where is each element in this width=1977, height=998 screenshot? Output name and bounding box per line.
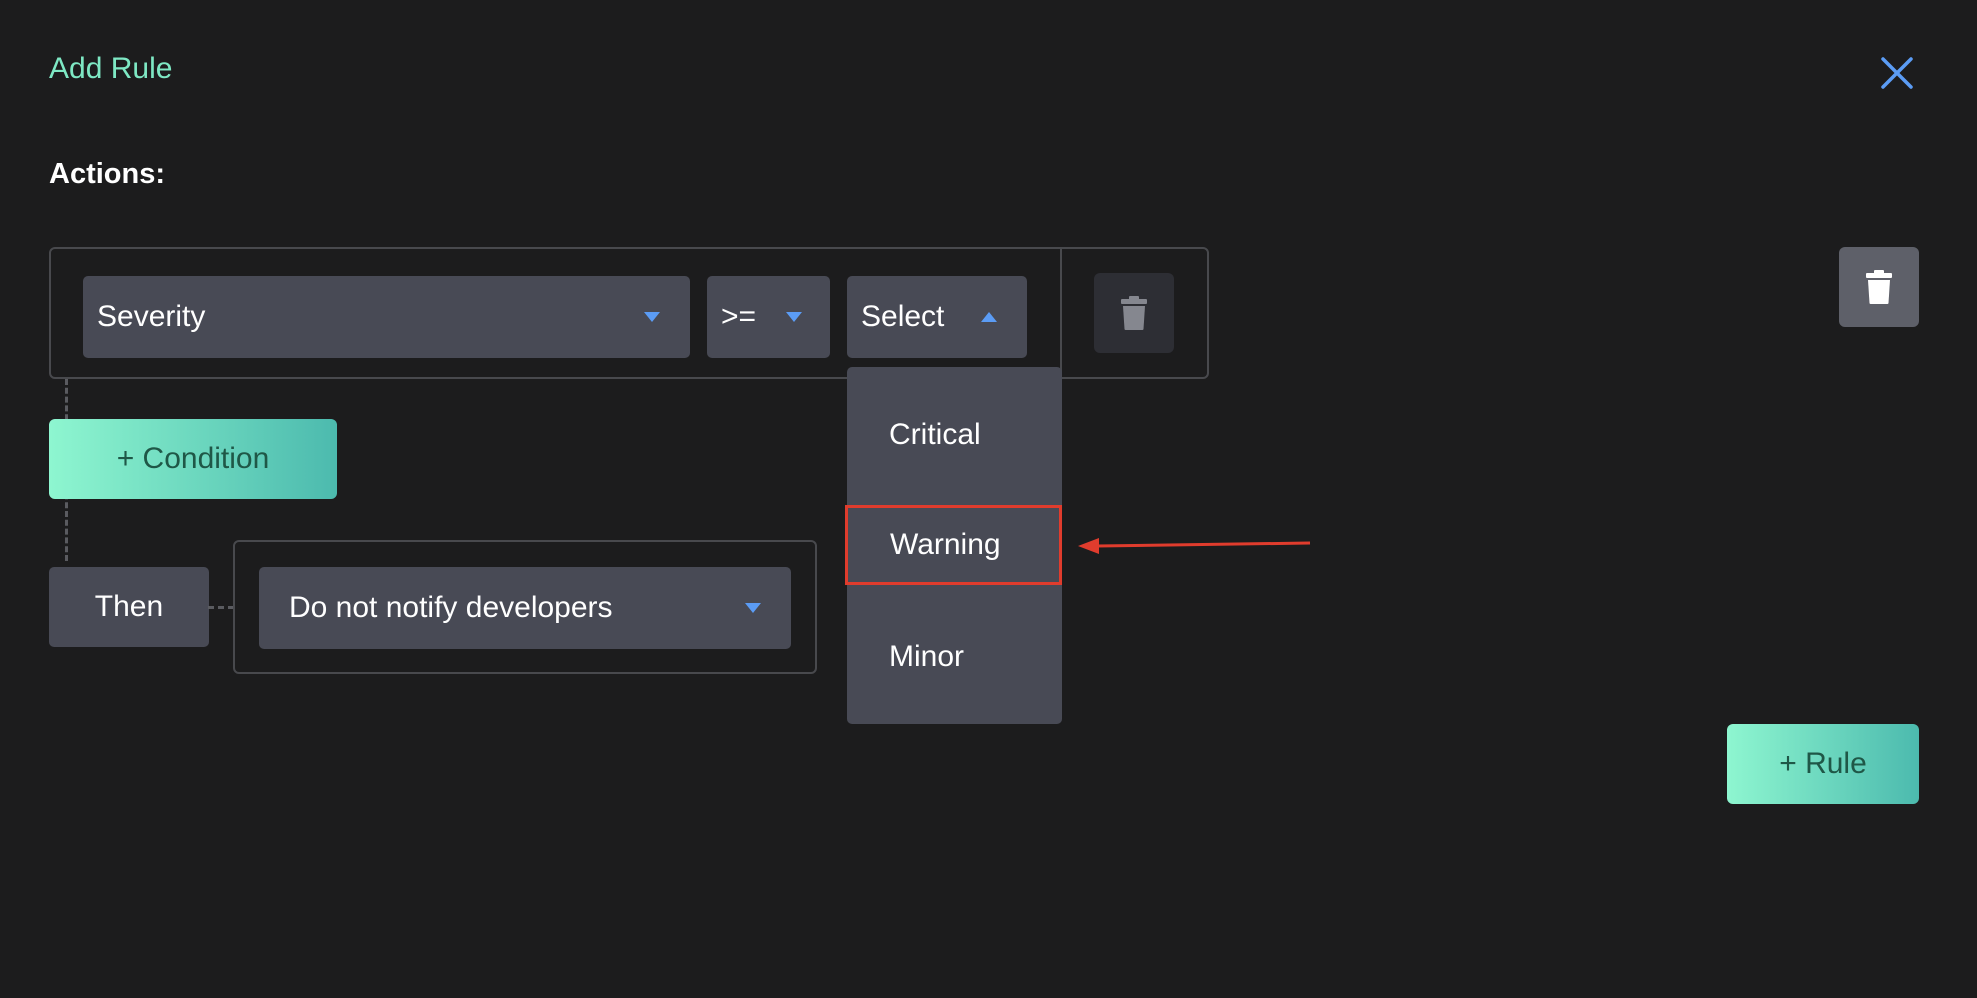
chevron-down-icon xyxy=(745,603,761,613)
option-critical[interactable]: Critical xyxy=(889,417,981,451)
operator-select-value: >= xyxy=(721,300,757,333)
annotation-arrow xyxy=(1075,530,1315,560)
divider xyxy=(1060,249,1062,377)
then-action-select[interactable]: Do not notify developers xyxy=(259,567,791,649)
then-action-value: Do not notify developers xyxy=(289,591,613,624)
delete-rule-button[interactable] xyxy=(1839,247,1919,327)
chevron-up-icon xyxy=(981,312,997,322)
value-dropdown-menu: Critical Warning Minor xyxy=(845,367,1062,724)
field-select[interactable]: Severity xyxy=(83,276,690,358)
condition-row xyxy=(49,247,1209,379)
then-label: Then xyxy=(49,567,209,647)
then-action-box xyxy=(233,540,817,674)
trash-icon xyxy=(1866,270,1892,304)
delete-condition-button[interactable] xyxy=(1094,273,1174,353)
add-rule-button[interactable]: + Rule xyxy=(1727,724,1919,804)
actions-label: Actions: xyxy=(49,158,165,190)
trash-icon xyxy=(1121,296,1147,330)
option-minor[interactable]: Minor xyxy=(889,639,965,673)
value-select[interactable]: Select xyxy=(847,276,1027,358)
connector-line xyxy=(208,606,234,609)
value-select-placeholder: Select xyxy=(861,300,945,333)
close-icon[interactable] xyxy=(1874,50,1920,96)
operator-select[interactable]: >= xyxy=(707,276,830,358)
field-select-value: Severity xyxy=(97,300,206,333)
chevron-down-icon xyxy=(644,312,660,322)
option-warning[interactable]: Warning xyxy=(845,505,1062,585)
add-condition-button[interactable]: + Condition xyxy=(49,419,337,499)
dialog-title: Add Rule xyxy=(49,52,173,85)
chevron-down-icon xyxy=(786,312,802,322)
